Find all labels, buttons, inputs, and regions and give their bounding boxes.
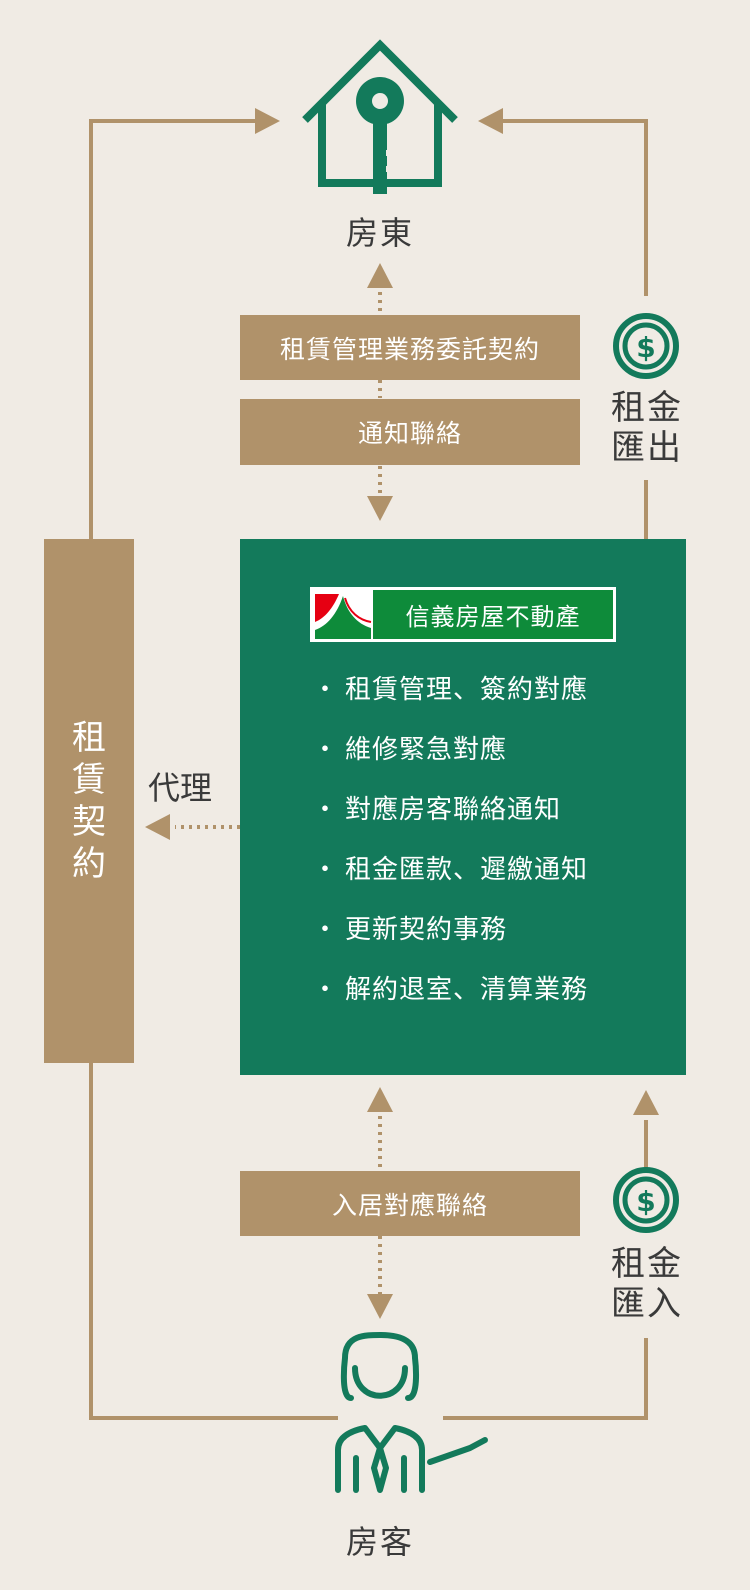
- rent-out-line-upper: [500, 119, 648, 296]
- service-list: 租賃管理、簽約對應 維修緊急對應 對應房客聯絡通知 租金匯款、遲繳通知 更新契約…: [312, 675, 588, 1035]
- service-item: 維修緊急對應: [312, 735, 588, 795]
- company-name: 信義房屋不動產: [373, 590, 613, 639]
- entrustment-contract-box: 租賃管理業務委託契約: [240, 315, 580, 380]
- arrow-to-landlord-right: [478, 108, 503, 134]
- arrow-down-to-tenant: [367, 1294, 393, 1319]
- arrow-up-from-tenant: [367, 1087, 393, 1112]
- company-logo-banner: 信義房屋不動產: [310, 587, 616, 642]
- notice-contact-box: 通知聯絡: [240, 399, 580, 465]
- rent-in-line-lower: [443, 1338, 648, 1420]
- move-in-contact-box: 入居對應聯絡: [240, 1171, 580, 1236]
- arrow-to-landlord-left: [255, 108, 280, 134]
- service-item: 租金匯款、遲繳通知: [312, 855, 588, 915]
- landlord-label: 房東: [345, 214, 414, 252]
- service-item: 解約退室、清算業務: [312, 975, 588, 1035]
- company-logo-icon: [313, 590, 373, 639]
- arrow-agent-left: [145, 814, 170, 840]
- dollar-coin-icon-top: $: [613, 313, 679, 379]
- svg-text:$: $: [636, 331, 655, 364]
- agent-label: 代理: [148, 769, 213, 807]
- arrow-up-to-panel: [633, 1090, 659, 1115]
- dollar-coin-icon-bottom: $: [613, 1167, 679, 1233]
- person-icon: [335, 1332, 488, 1493]
- lease-contract-label: 租賃契約: [72, 718, 106, 884]
- svg-text:$: $: [636, 1185, 655, 1218]
- service-item: 租賃管理、簽約對應: [312, 675, 588, 735]
- rent-in-label: 租金匯入: [611, 1244, 683, 1324]
- lease-contract-bar: 租賃契約: [44, 539, 134, 1063]
- arrow-down-to-panel: [367, 496, 393, 521]
- lease-line-bottom: [89, 1063, 338, 1420]
- tenant-label: 房客: [345, 1523, 414, 1561]
- service-item: 更新契約事務: [312, 915, 588, 975]
- service-panel: 信義房屋不動產 租賃管理、簽約對應 維修緊急對應 對應房客聯絡通知 租金匯款、遲…: [240, 539, 686, 1075]
- lease-line-top: [89, 119, 258, 539]
- service-item: 對應房客聯絡通知: [312, 795, 588, 855]
- arrow-up-to-landlord: [367, 263, 393, 288]
- rent-out-label: 租金匯出: [611, 388, 683, 468]
